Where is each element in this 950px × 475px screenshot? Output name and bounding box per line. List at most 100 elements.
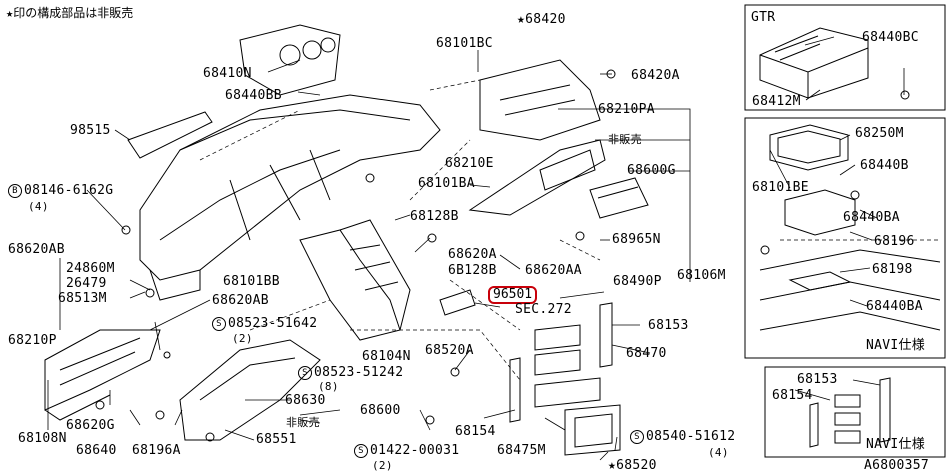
navi-spec-label-2: NAVI仕様	[866, 437, 926, 452]
label-68108n: 68108N	[18, 431, 67, 446]
fasteners	[95, 69, 910, 442]
meter-hood-part	[239, 24, 341, 96]
label-68640: 68640	[76, 443, 117, 458]
instrument-panel-part	[139, 94, 441, 301]
label-68101be: 68101BE	[752, 180, 809, 195]
label-68420: ★68420	[517, 12, 566, 27]
label-26479: 26479	[66, 276, 107, 291]
label-08523-51642-text: 08523-51642	[228, 316, 318, 331]
label-68128b: 68128B	[410, 209, 459, 224]
label-68154-main: 68154	[455, 424, 496, 439]
label-68551: 68551	[256, 432, 297, 447]
label-68600: 68600	[360, 403, 401, 418]
label-68513m: 68513M	[58, 291, 107, 306]
label-24860m: 24860M	[66, 261, 115, 276]
label-68154-navi: 68154	[772, 388, 813, 403]
label-68210p: 68210P	[8, 333, 57, 348]
label-68410n: 68410N	[203, 66, 252, 81]
label-68106m: 68106M	[677, 268, 726, 283]
label-96501-highlighted: 96501	[488, 286, 538, 304]
glove-box-part	[179, 339, 321, 441]
navi-brackets-part	[809, 377, 891, 448]
label-68620a-1: 68620A	[448, 247, 497, 262]
lower-left-panel-part	[44, 329, 161, 421]
label-08540-51612-qty: (4)	[708, 446, 729, 459]
label-68250m: 68250M	[855, 126, 904, 141]
navi-panel-frame	[744, 117, 946, 359]
label-68153-navi: 68153	[797, 372, 838, 387]
diagram-code: A6800357	[864, 458, 930, 473]
label-not-sold-1: 非販売	[608, 133, 642, 146]
label-6b128b: 6B128B	[448, 263, 497, 278]
ashtray-part	[589, 177, 649, 219]
cluster-lid-part	[479, 59, 601, 141]
label-08540-51612-text: 08540-51612	[646, 429, 736, 444]
label-68101ba: 68101BA	[418, 176, 475, 191]
label-08146-qty: (4)	[28, 200, 49, 213]
label-68101bc: 68101BC	[436, 36, 493, 51]
label-08523-51242-text: 08523-51242	[314, 365, 404, 380]
lid-part	[127, 111, 213, 159]
label-08523-51642-qty: (2)	[232, 332, 253, 345]
label-68475m: 68475M	[497, 443, 546, 458]
label-68620ab-1: 68620AB	[8, 242, 65, 257]
circled-s-icon: S	[212, 317, 226, 331]
navi-display-part	[759, 124, 941, 331]
label-68630: 68630	[285, 393, 326, 408]
circled-s-icon: S	[354, 444, 368, 458]
label-68440b: 68440B	[860, 158, 909, 173]
label-68210e: 68210E	[445, 156, 494, 171]
label-68620aa: 68620AA	[525, 263, 582, 278]
label-98515: 98515	[70, 123, 111, 138]
label-68520a: 68520A	[425, 343, 474, 358]
label-sec272: SEC.272	[515, 302, 572, 317]
label-68101bb: 68101BB	[223, 274, 280, 289]
label-68420a: 68420A	[631, 68, 680, 83]
circled-b-icon: B	[8, 184, 22, 198]
audio-units-part	[509, 302, 621, 456]
header-note: ★印の構成部品は非販売	[6, 6, 134, 20]
label-68196: 68196	[874, 234, 915, 249]
label-68600g: 68600G	[627, 163, 676, 178]
gtr-panel-frame	[744, 4, 946, 111]
label-68520: ★68520	[608, 458, 657, 473]
dashed-trails	[199, 79, 940, 381]
label-68440bc: 68440BC	[862, 30, 919, 45]
label-68490p: 68490P	[613, 274, 662, 289]
leader-lines	[47, 36, 905, 461]
label-68620g: 68620G	[66, 418, 115, 433]
label-68965n: 68965N	[612, 232, 661, 247]
center-console-part	[299, 219, 411, 341]
gtr-panel-title: GTR	[751, 10, 776, 25]
label-68470: 68470	[626, 346, 667, 361]
part-96501-art	[439, 289, 476, 316]
circled-s-icon: S	[298, 366, 312, 380]
navi-bracket-panel-frame	[764, 366, 946, 458]
label-68104n: 68104N	[362, 349, 411, 364]
label-68198: 68198	[872, 262, 913, 277]
navi-spec-label-1: NAVI仕様	[866, 338, 926, 353]
gtr-meter-hood-part	[759, 27, 869, 99]
label-68210pa: 68210PA	[598, 102, 655, 117]
label-68440ba-1: 68440BA	[843, 210, 900, 225]
label-01422-00031-text: 01422-00031	[370, 443, 460, 458]
label-68440ba-2: 68440BA	[866, 299, 923, 314]
label-68620ab-2: 68620AB	[212, 293, 269, 308]
label-08146-text: 08146-6162G	[24, 183, 114, 198]
circled-s-icon: S	[630, 430, 644, 444]
lower-right-trim-part	[468, 139, 606, 216]
label-68412m: 68412M	[752, 94, 801, 109]
label-68196a: 68196A	[132, 443, 181, 458]
label-not-sold-2: 非販売	[286, 416, 320, 429]
label-68153-main: 68153	[648, 318, 689, 333]
label-68440bb: 68440BB	[225, 88, 282, 103]
label-08523-51242-qty: (8)	[318, 380, 339, 393]
label-01422-00031-qty: (2)	[372, 459, 393, 472]
